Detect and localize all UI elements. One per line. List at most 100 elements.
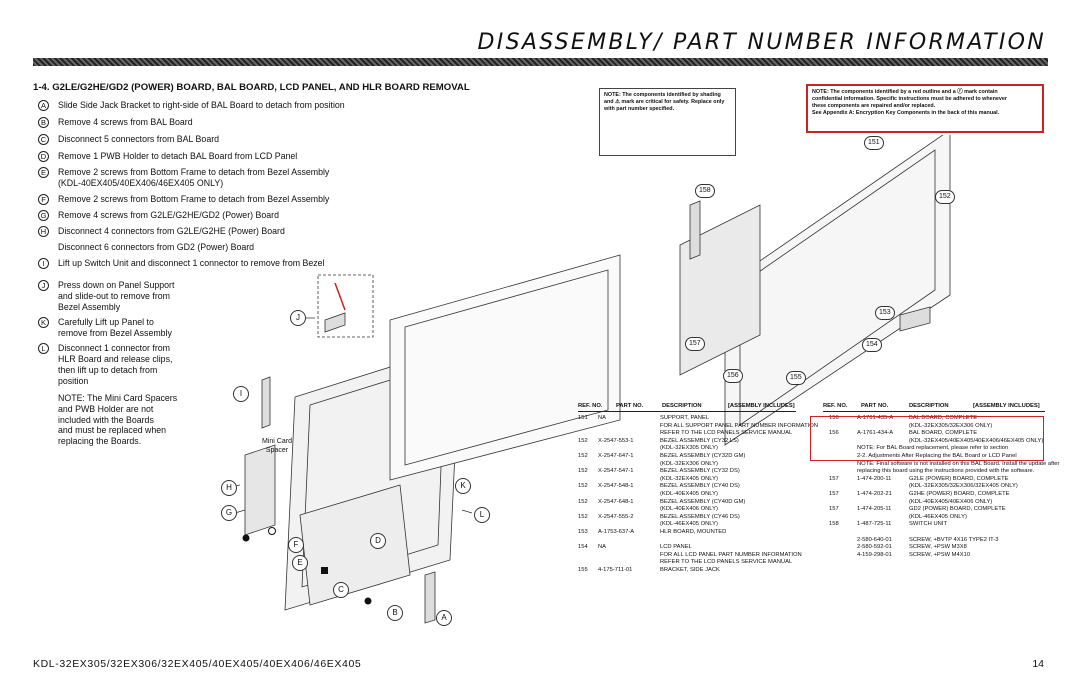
col-part: PART NO. bbox=[616, 403, 644, 409]
note-line: included with the Boards bbox=[58, 414, 154, 425]
table-header: REF. NO. PART NO. DESCRIPTION [ASSEMBLY … bbox=[578, 403, 796, 412]
step-text: Slide Side Jack Bracket to right-side of… bbox=[58, 100, 345, 110]
cell-desc: (KDL-32EX305/32EX306 ONLY) bbox=[909, 422, 993, 429]
cell-ref: 156 bbox=[829, 415, 839, 421]
table-row: (KDL-46EX405 ONLY) bbox=[578, 521, 796, 529]
step-text: (KDL-40EX405/40EX406/46EX405 ONLY) bbox=[58, 178, 224, 188]
step-letter: A bbox=[38, 100, 49, 111]
cell-desc: BRACKET, SIDE JACK bbox=[660, 566, 720, 573]
cell-desc: BEZEL ASSEMBLY (CY32D GM) bbox=[660, 452, 746, 459]
table-row: (KDL-32EX305/32EX306/32EX405 ONLY) bbox=[823, 483, 1045, 491]
cell-desc: BAL BOARD, COMPLETE bbox=[909, 430, 978, 437]
switch-unit bbox=[261, 376, 271, 429]
note-line: and PWB Holder are not bbox=[58, 403, 154, 414]
table-row: FOR ALL LCD PANEL PART NUMBER INFORMATIO… bbox=[578, 552, 802, 560]
step-text: then lift up to detach from bbox=[58, 365, 158, 375]
cell-desc: (KDL-32EX306 ONLY) bbox=[660, 460, 718, 467]
power-board bbox=[244, 444, 276, 536]
cell-desc: (KDL-32EX305/32EX306/32EX405 ONLY) bbox=[909, 483, 1018, 490]
step-letter: D bbox=[38, 151, 49, 162]
callout-f: F bbox=[288, 537, 304, 553]
cell-part: A-1761-435-A bbox=[857, 415, 894, 421]
cell-part: X-2547-553-1 bbox=[598, 437, 634, 444]
step-letter: B bbox=[38, 117, 49, 128]
cell-desc: SCREW, +BVTP 4X16 TYPE2 IT-3 bbox=[909, 536, 999, 543]
step-h-extra: Disconnect 6 connectors from GD2 (Power)… bbox=[58, 242, 255, 252]
table-row: FOR ALL SUPPORT PANEL PART NUMBER INFORM… bbox=[578, 423, 818, 431]
exploded-view-diagram bbox=[229, 135, 951, 624]
cell-desc: LCD PANEL bbox=[660, 544, 692, 551]
cell-part: 1-474-202-21 bbox=[857, 490, 892, 497]
rear-frame bbox=[724, 135, 951, 446]
cell-part: NOTE: Final software is not installed on… bbox=[857, 460, 1060, 467]
cell-desc: SCREW, +PSW M3X8 bbox=[909, 544, 967, 551]
col-desc: DESCRIPTION bbox=[662, 403, 702, 409]
col-assy: [ASSEMBLY INCLUDES] bbox=[728, 403, 795, 409]
table-row: (KDL-46EX405 ONLY) bbox=[823, 514, 1045, 522]
cell-part: 4-175-711-01 bbox=[598, 566, 633, 573]
mini-card-note: NOTE: The Mini Card Spacers and PWB Hold… bbox=[58, 393, 177, 447]
note-line: replacing the Boards. bbox=[58, 436, 142, 447]
cell-desc: BEZEL ASSEMBLY (CY40 DS) bbox=[660, 483, 740, 490]
note-line: NOTE: The components identified by shadi… bbox=[604, 92, 721, 98]
table-row: REFER TO THE LCD PANELS SERVICE MANUAL bbox=[578, 559, 796, 567]
callout-d: D bbox=[370, 533, 386, 549]
cell-desc: (KDL-40EX405/40EX406 ONLY) bbox=[909, 498, 993, 505]
screw-marker bbox=[242, 534, 250, 542]
part-callout-156: 156 bbox=[723, 369, 743, 383]
cell-desc: FOR ALL SUPPORT PANEL PART NUMBER INFORM… bbox=[660, 422, 818, 429]
cell-desc: G2LE (POWER) BOARD, COMPLETE bbox=[909, 475, 1009, 482]
table-row: (KDL-40EX406 ONLY) bbox=[578, 506, 796, 514]
cell-ref: 158 bbox=[829, 521, 839, 528]
cell-desc: BEZEL ASSEMBLY (CY46 DS) bbox=[660, 513, 740, 520]
note-line: See Appendix A: Encryption Key Component… bbox=[812, 110, 1000, 116]
cell-desc: (KDL-32EX405/40EX405/40EX406/46EX405 ONL… bbox=[909, 437, 1044, 444]
cell-part: 4-159-298-01 bbox=[857, 551, 892, 558]
table-row: (KDL-32EX305 ONLY) bbox=[578, 445, 796, 453]
step-text: position bbox=[58, 376, 89, 386]
part-callout-157: 157 bbox=[685, 337, 705, 351]
cell-ref: 151 bbox=[578, 415, 588, 421]
cell-ref: 152 bbox=[578, 498, 588, 505]
screw-marker bbox=[364, 597, 372, 605]
step-text: Press down on Panel Support bbox=[58, 280, 175, 290]
confidential-note-box: NOTE: The components identified by a red… bbox=[806, 84, 1044, 133]
footer-model-list: KDL-32EX305/32EX306/32EX405/40EX405/40EX… bbox=[33, 658, 362, 670]
cell-desc: (KDL-46EX405 ONLY) bbox=[660, 521, 718, 528]
note-line: and must be replaced when bbox=[58, 425, 167, 436]
table-row bbox=[823, 529, 1045, 537]
step-text: Lift up Switch Unit and disconnect 1 con… bbox=[58, 258, 325, 268]
cell-desc: (KDL-46EX405 ONLY) bbox=[909, 513, 967, 520]
table-row: (KDL-32EX405/40EX405/40EX406/46EX405 ONL… bbox=[823, 438, 1045, 446]
table-row: REFER TO THE LCD PANELS SERVICE MANUAL bbox=[578, 430, 796, 438]
step-text: Disconnect 4 connectors from G2LE/G2HE (… bbox=[58, 226, 285, 236]
note-line: and ⚠ mark are critical for safety. Repl… bbox=[604, 99, 725, 105]
cell-desc: BEZEL ASSEMBLY (CY32 LS) bbox=[660, 437, 739, 444]
table-row: (KDL-32EX305/32EX306 ONLY) bbox=[823, 423, 1045, 431]
table-row: replacing this board using the instructi… bbox=[823, 468, 1045, 476]
col-ref: REF. NO. bbox=[823, 403, 848, 409]
part-callout-151: 151 bbox=[864, 136, 884, 150]
table-row: (KDL-40EX405/40EX406 ONLY) bbox=[823, 499, 1045, 507]
cell-desc: BEZEL ASSEMBLY (CY40D GM) bbox=[660, 498, 746, 505]
screw-marker bbox=[268, 527, 276, 535]
step-letter: K bbox=[38, 317, 49, 328]
cell-part: 1-474-205-11 bbox=[857, 506, 892, 513]
callout-i: I bbox=[233, 386, 249, 402]
col-ref: REF. NO. bbox=[578, 403, 603, 409]
cell-ref: 152 bbox=[578, 437, 588, 444]
note-line: these components are repaired and/or rep… bbox=[812, 103, 936, 109]
section-title: 1-4. G2LE/G2HE/GD2 (POWER) BOARD, BAL BO… bbox=[33, 82, 470, 93]
cell-part: 1-487-725-11 bbox=[857, 521, 892, 528]
step-letter: G bbox=[38, 210, 49, 221]
safety-note-box: NOTE: The components identified by shadi… bbox=[599, 88, 736, 156]
